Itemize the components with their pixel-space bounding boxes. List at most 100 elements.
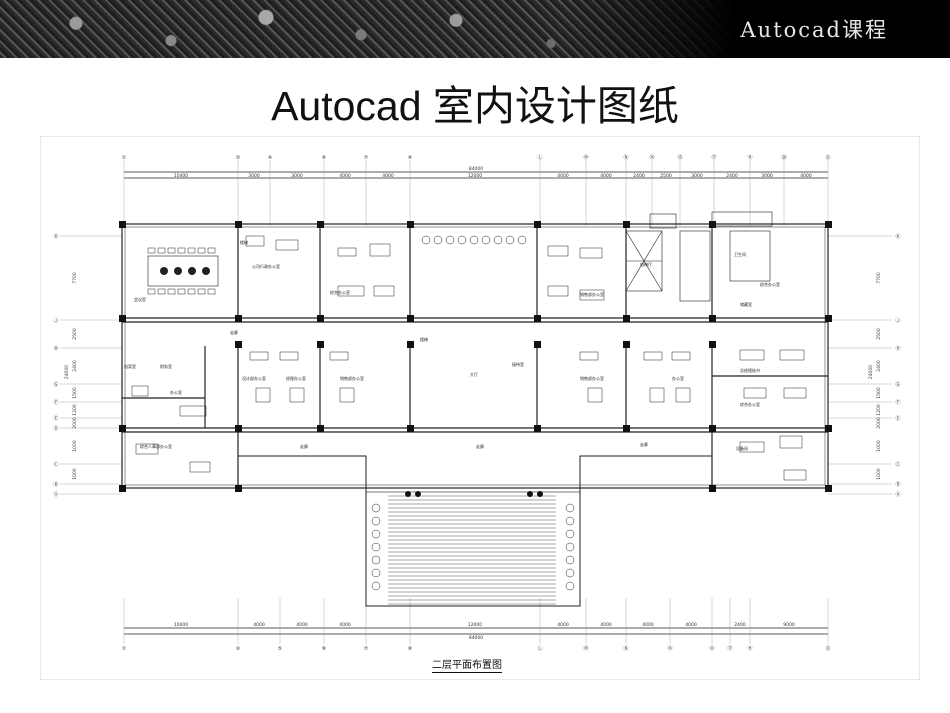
column	[709, 485, 716, 492]
column	[407, 221, 414, 228]
dimension-label-right: 2000	[876, 417, 882, 429]
room-label-general-office-right: 综合办公室	[740, 401, 760, 407]
desk	[675, 387, 691, 403]
column	[534, 315, 541, 322]
dimension-label-bottom: 4000	[600, 622, 612, 628]
dimension-label-left: 2500	[72, 328, 78, 340]
dimension-label-left: 2400	[72, 360, 78, 372]
desk	[249, 351, 269, 361]
axis-label-right: Ⓔ	[895, 415, 900, 422]
planter	[565, 581, 575, 591]
planter	[457, 235, 467, 245]
axis-label-top: ①	[122, 155, 127, 161]
dimension-label-top: 2500	[660, 173, 672, 179]
planter	[371, 581, 381, 591]
planter	[371, 529, 381, 539]
room-label-general-office-top-right: 综合办公室	[760, 281, 780, 287]
desk	[779, 349, 805, 361]
planter	[505, 235, 515, 245]
plan-caption: 二层平面布置图	[432, 656, 502, 673]
dimension-label-top: 3000	[761, 173, 773, 179]
axis-label-top: ㉑	[825, 154, 830, 161]
axis-label-bottom: ⑰	[727, 645, 732, 652]
top-total-dimension: 84000	[469, 166, 483, 172]
column	[407, 341, 414, 348]
axis-label-left: Ⓑ	[53, 481, 58, 488]
axis-label-left: Ⓕ	[53, 399, 58, 406]
dimension-label-left: 1000	[72, 468, 78, 480]
desk	[329, 351, 349, 361]
axis-label-right: Ⓑ	[895, 481, 900, 488]
dimension-label-left: 1000	[72, 440, 78, 452]
axis-label-top: ⑮	[677, 154, 682, 161]
planter	[565, 542, 575, 552]
desk	[131, 385, 149, 397]
column	[407, 425, 414, 432]
room-label-office-right: 办公室	[672, 375, 684, 381]
top-dimensions	[124, 171, 828, 179]
dimension-label-top: 2400	[633, 173, 645, 179]
room-label-equipment: 设备间	[736, 445, 748, 451]
planter-dark	[537, 491, 543, 497]
planter	[371, 503, 381, 513]
dimension-label-bottom: 12000	[468, 622, 482, 628]
dimension-label-right: 1500	[876, 387, 882, 399]
room-label-corridor-lower-right: 走廊	[640, 441, 648, 447]
drawing-frame	[40, 136, 920, 680]
column	[407, 315, 414, 322]
axis-label-top: Ⓛ	[537, 154, 542, 161]
dimension-label-right: 2400	[876, 360, 882, 372]
desk	[547, 245, 569, 257]
dimension-label-left: 1500	[72, 387, 78, 399]
dimension-label-top: 4000	[339, 173, 351, 179]
dimension-label-top: 10400	[174, 173, 188, 179]
dimension-label-left: 2000	[72, 417, 78, 429]
planter	[565, 555, 575, 565]
core-area	[625, 211, 773, 302]
chair	[207, 247, 216, 254]
desk	[245, 235, 265, 247]
column	[317, 315, 324, 322]
chair	[147, 247, 156, 254]
axis-label-left: Ⓒ	[53, 461, 58, 468]
bottom-dimensions	[124, 627, 828, 635]
axis-label-right: Ⓐ	[895, 491, 900, 498]
desk	[783, 469, 807, 481]
room-label-restroom: 卫生间	[734, 251, 746, 257]
dimension-label-left: 1200	[72, 404, 78, 416]
planter	[565, 568, 575, 578]
planter	[371, 568, 381, 578]
desk	[779, 435, 803, 449]
axis-label-bottom: ⑭	[667, 645, 672, 652]
axis-label-top: ⑳	[781, 154, 786, 161]
desk	[279, 351, 299, 361]
axis-label-left: Ⓙ	[53, 317, 58, 324]
room-label-lobby: 大厅	[470, 371, 478, 377]
chair	[207, 288, 216, 295]
column	[709, 341, 716, 348]
axis-label-bottom: ③	[236, 646, 240, 652]
dimension-label-top: 4000	[600, 173, 612, 179]
axis-label-bottom: ⑤	[278, 646, 282, 652]
axis-label-top: Ⓝ	[623, 154, 628, 161]
dimension-label-bottom: 4000	[557, 622, 569, 628]
stair-planters	[371, 491, 575, 591]
dimension-label-bottom: 4000	[642, 622, 654, 628]
axis-label-right: Ⓒ	[895, 461, 900, 468]
column	[623, 341, 630, 348]
desk	[579, 351, 599, 361]
axis-label-bottom: Ⓜ	[583, 645, 588, 652]
planter	[565, 529, 575, 539]
dimension-label-bottom: 10400	[174, 622, 188, 628]
axis-label-left: Ⓖ	[53, 381, 58, 388]
planter	[565, 503, 575, 513]
axis-label-top: Ⓗ	[747, 154, 752, 161]
dimension-label-bottom: 4000	[339, 622, 351, 628]
room-label-sales-office-left: 销售部办公室	[340, 375, 364, 381]
axis-label-top: ⑰	[711, 154, 716, 161]
planter-dark	[415, 491, 421, 497]
chair	[197, 288, 206, 295]
